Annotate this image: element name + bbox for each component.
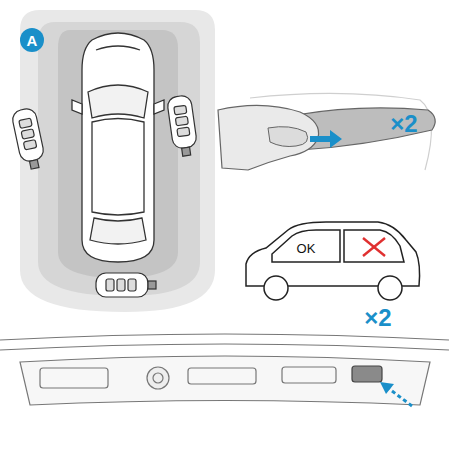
callout-circle: [20, 28, 44, 52]
key-fob: [11, 95, 199, 297]
ok-mark: OK: [297, 242, 316, 255]
zone-outer: [20, 10, 215, 312]
callout-letter: A: [27, 33, 38, 48]
repeat-count: ×2: [364, 306, 391, 330]
door-handle: [218, 93, 435, 170]
tailgate: [0, 334, 449, 406]
car-side-view: [246, 222, 420, 300]
zone-inner: [58, 30, 178, 278]
repeat-count: ×2: [390, 112, 417, 136]
car-top-view: [72, 33, 164, 262]
zone-middle: [38, 22, 200, 296]
